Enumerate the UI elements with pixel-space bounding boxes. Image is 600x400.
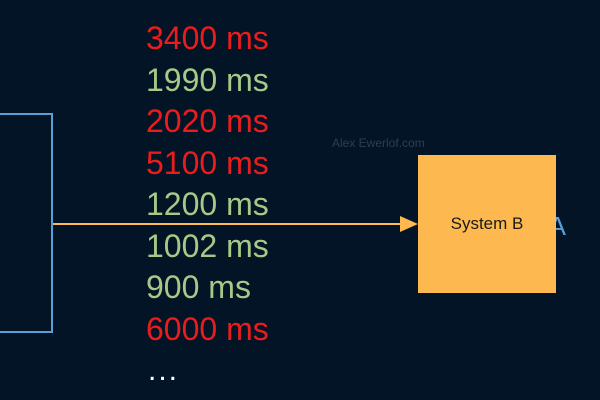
timing-item: 1200 ms [146, 186, 269, 222]
timings-list: 3400 ms 1990 ms 2020 ms 5100 ms 1200 ms … [146, 18, 269, 350]
timing-item: 1002 ms [146, 227, 269, 264]
more-ellipsis: ... [148, 354, 180, 387]
timing-item: 6000 ms [146, 310, 269, 347]
timing-item: 2020 ms [146, 103, 269, 139]
system-b-box: System B [418, 155, 556, 293]
watermark: Alex Ewerlof.com [332, 136, 425, 150]
system-a-box [0, 113, 53, 333]
system-b-label: System B [450, 214, 524, 233]
arrow-head-icon [400, 216, 418, 232]
timing-item: 900 ms [146, 269, 251, 305]
timing-item: 5100 ms [146, 144, 269, 181]
timing-item: 1990 ms [146, 61, 269, 98]
timing-item: 3400 ms [146, 20, 269, 56]
